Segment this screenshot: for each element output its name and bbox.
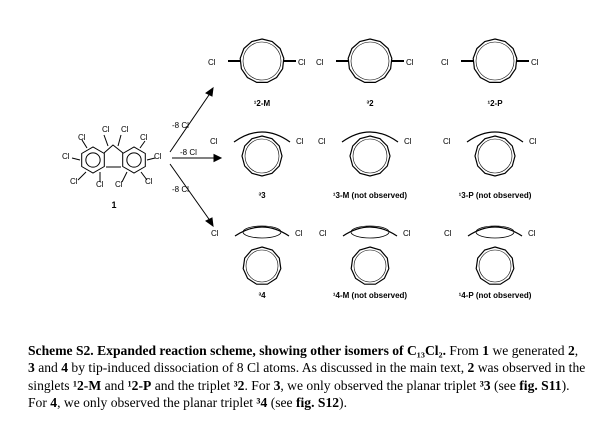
right-cl-label: Cl — [298, 58, 306, 67]
isomer-label: ¹3-M (not observed) — [333, 191, 408, 200]
isomer-label: ³3 — [258, 191, 266, 200]
right-cl-label: Cl — [295, 229, 303, 238]
left-cl-label: Cl — [316, 58, 324, 67]
svg-text:Cl: Cl — [78, 133, 86, 142]
isomer-2-3: Cl Cl ¹2-P — [441, 38, 539, 108]
isomer-3-1: Cl Cl ³3 — [210, 131, 304, 200]
isomer-4-1: Cl Cl ³4 — [211, 225, 303, 300]
compound-1-structure — [71, 134, 156, 183]
isomer-4-2: Cl Cl ¹4-M (not observed) — [319, 225, 411, 300]
figure-reference-s12[interactable]: fig. S12 — [295, 395, 340, 411]
svg-text:Cl: Cl — [140, 133, 148, 142]
arrow-label-down: -8 Cl — [172, 185, 189, 194]
right-cl-label: Cl — [406, 58, 414, 67]
right-cl-label: Cl — [404, 137, 412, 146]
left-cl-label: Cl — [443, 137, 451, 146]
isomer-label: ¹4-M (not observed) — [333, 291, 408, 300]
left-cl-label: Cl — [441, 58, 449, 67]
right-cl-label: Cl — [531, 58, 539, 67]
left-cl-label: Cl — [210, 137, 218, 146]
svg-text:Cl: Cl — [145, 177, 153, 186]
scheme-caption: Scheme S2. Expanded reaction scheme, sho… — [28, 343, 586, 411]
right-cl-label: Cl — [528, 229, 536, 238]
right-cl-label: Cl — [529, 137, 537, 146]
right-cl-label: Cl — [296, 137, 304, 146]
isomer-label: ¹4-P (not observed) — [459, 291, 532, 300]
left-cl-label: Cl — [319, 229, 327, 238]
isomer-3-2: Cl Cl ¹3-M (not observed) — [318, 131, 412, 200]
svg-text:Cl: Cl — [96, 180, 104, 189]
isomer-label: ³2 — [366, 99, 374, 108]
caption-title: Scheme S2. Expanded reaction scheme, sho… — [28, 343, 447, 358]
svg-text:Cl: Cl — [70, 177, 78, 186]
arrow-label-up: -8 Cl — [172, 121, 189, 130]
isomer-label: ¹3-P (not observed) — [459, 191, 532, 200]
svg-text:Cl: Cl — [121, 125, 129, 134]
isomer-4-3: Cl Cl ¹4-P (not observed) — [444, 225, 536, 300]
isomer-3-3: Cl Cl ¹3-P (not observed) — [443, 131, 537, 200]
svg-text:Cl: Cl — [102, 125, 110, 134]
left-cl-label: Cl — [444, 229, 452, 238]
compound-1-label: 1 — [111, 200, 116, 210]
left-cl-label: Cl — [318, 137, 326, 146]
svg-text:Cl: Cl — [62, 152, 70, 161]
compound-1-cl-labels: Cl Cl Cl Cl Cl Cl Cl Cl Cl Cl — [62, 125, 162, 189]
reaction-arrows — [169, 86, 223, 228]
arrow-label-mid: -8 Cl — [180, 148, 197, 157]
right-cl-label: Cl — [403, 229, 411, 238]
figure-reference-s11[interactable]: fig. S11 — [519, 377, 562, 393]
isomer-2-2: Cl Cl ³2 — [316, 38, 414, 108]
svg-text:Cl: Cl — [115, 180, 123, 189]
isomer-label: ³4 — [258, 291, 266, 300]
left-cl-label: Cl — [211, 229, 219, 238]
reaction-scheme: 1 Cl Cl Cl Cl Cl Cl Cl Cl Cl Cl -8 Cl -8… — [62, 38, 539, 300]
isomer-label: ¹2-M — [254, 99, 271, 108]
left-cl-label: Cl — [208, 58, 216, 67]
svg-text:Cl: Cl — [154, 152, 162, 161]
isomer-label: ¹2-P — [487, 99, 503, 108]
isomer-2-1: Cl Cl ¹2-M — [208, 38, 306, 108]
